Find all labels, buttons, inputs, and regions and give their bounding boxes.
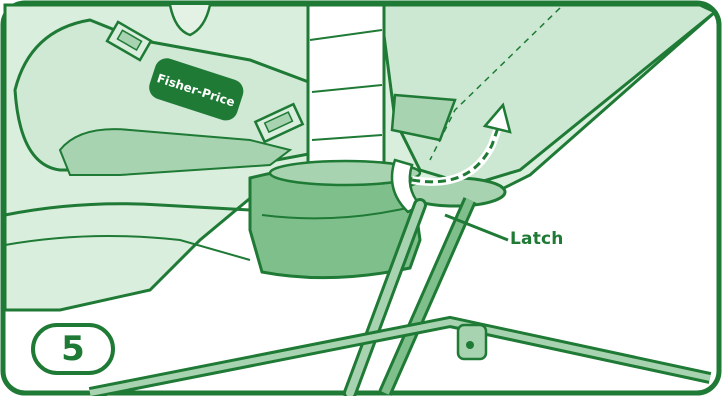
step-number-badge: 5	[31, 323, 115, 375]
latch-callout-label: Latch	[510, 229, 564, 249]
upright-pole	[308, 5, 384, 180]
